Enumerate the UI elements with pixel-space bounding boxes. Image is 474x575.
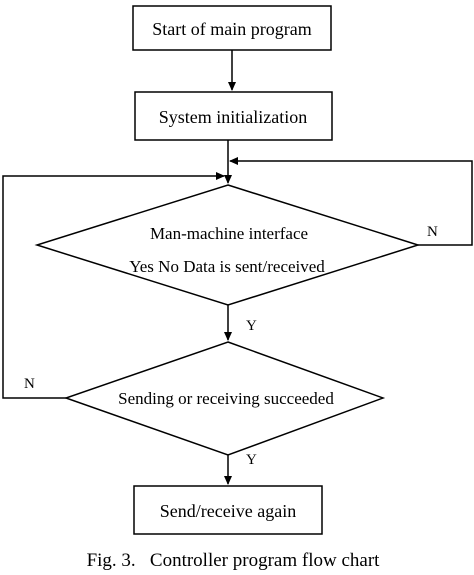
decision1-no-flag: N: [427, 224, 438, 240]
edge-decision1-no-loop: [229, 157, 473, 246]
start-node: Start of main program: [132, 5, 332, 51]
decision2-yes-flag: Y: [246, 452, 257, 468]
end-node-label: Send/receive again: [160, 501, 296, 521]
decision1-yes-flag: Y: [246, 318, 257, 334]
decision2-label: Sending or receiving succeeded: [118, 389, 334, 408]
decision1-line2: Yes No Data is sent/received: [129, 257, 325, 276]
decision2-no-flag: N: [24, 376, 35, 392]
decision2-node: Sending or receiving succeeded: [63, 341, 386, 456]
init-node: System initialization: [134, 91, 333, 141]
init-node-label: System initialization: [159, 107, 307, 127]
end-node: Send/receive again: [133, 485, 323, 535]
edge-decision2-no-loop: [2, 172, 225, 399]
decision1-line1: Man-machine interface: [150, 224, 308, 243]
start-node-label: Start of main program: [152, 19, 311, 39]
figure-caption: Fig. 3. Controller program flow chart: [87, 550, 381, 571]
decision1-node: Man-machine interface Yes No Data is sen…: [34, 184, 421, 306]
